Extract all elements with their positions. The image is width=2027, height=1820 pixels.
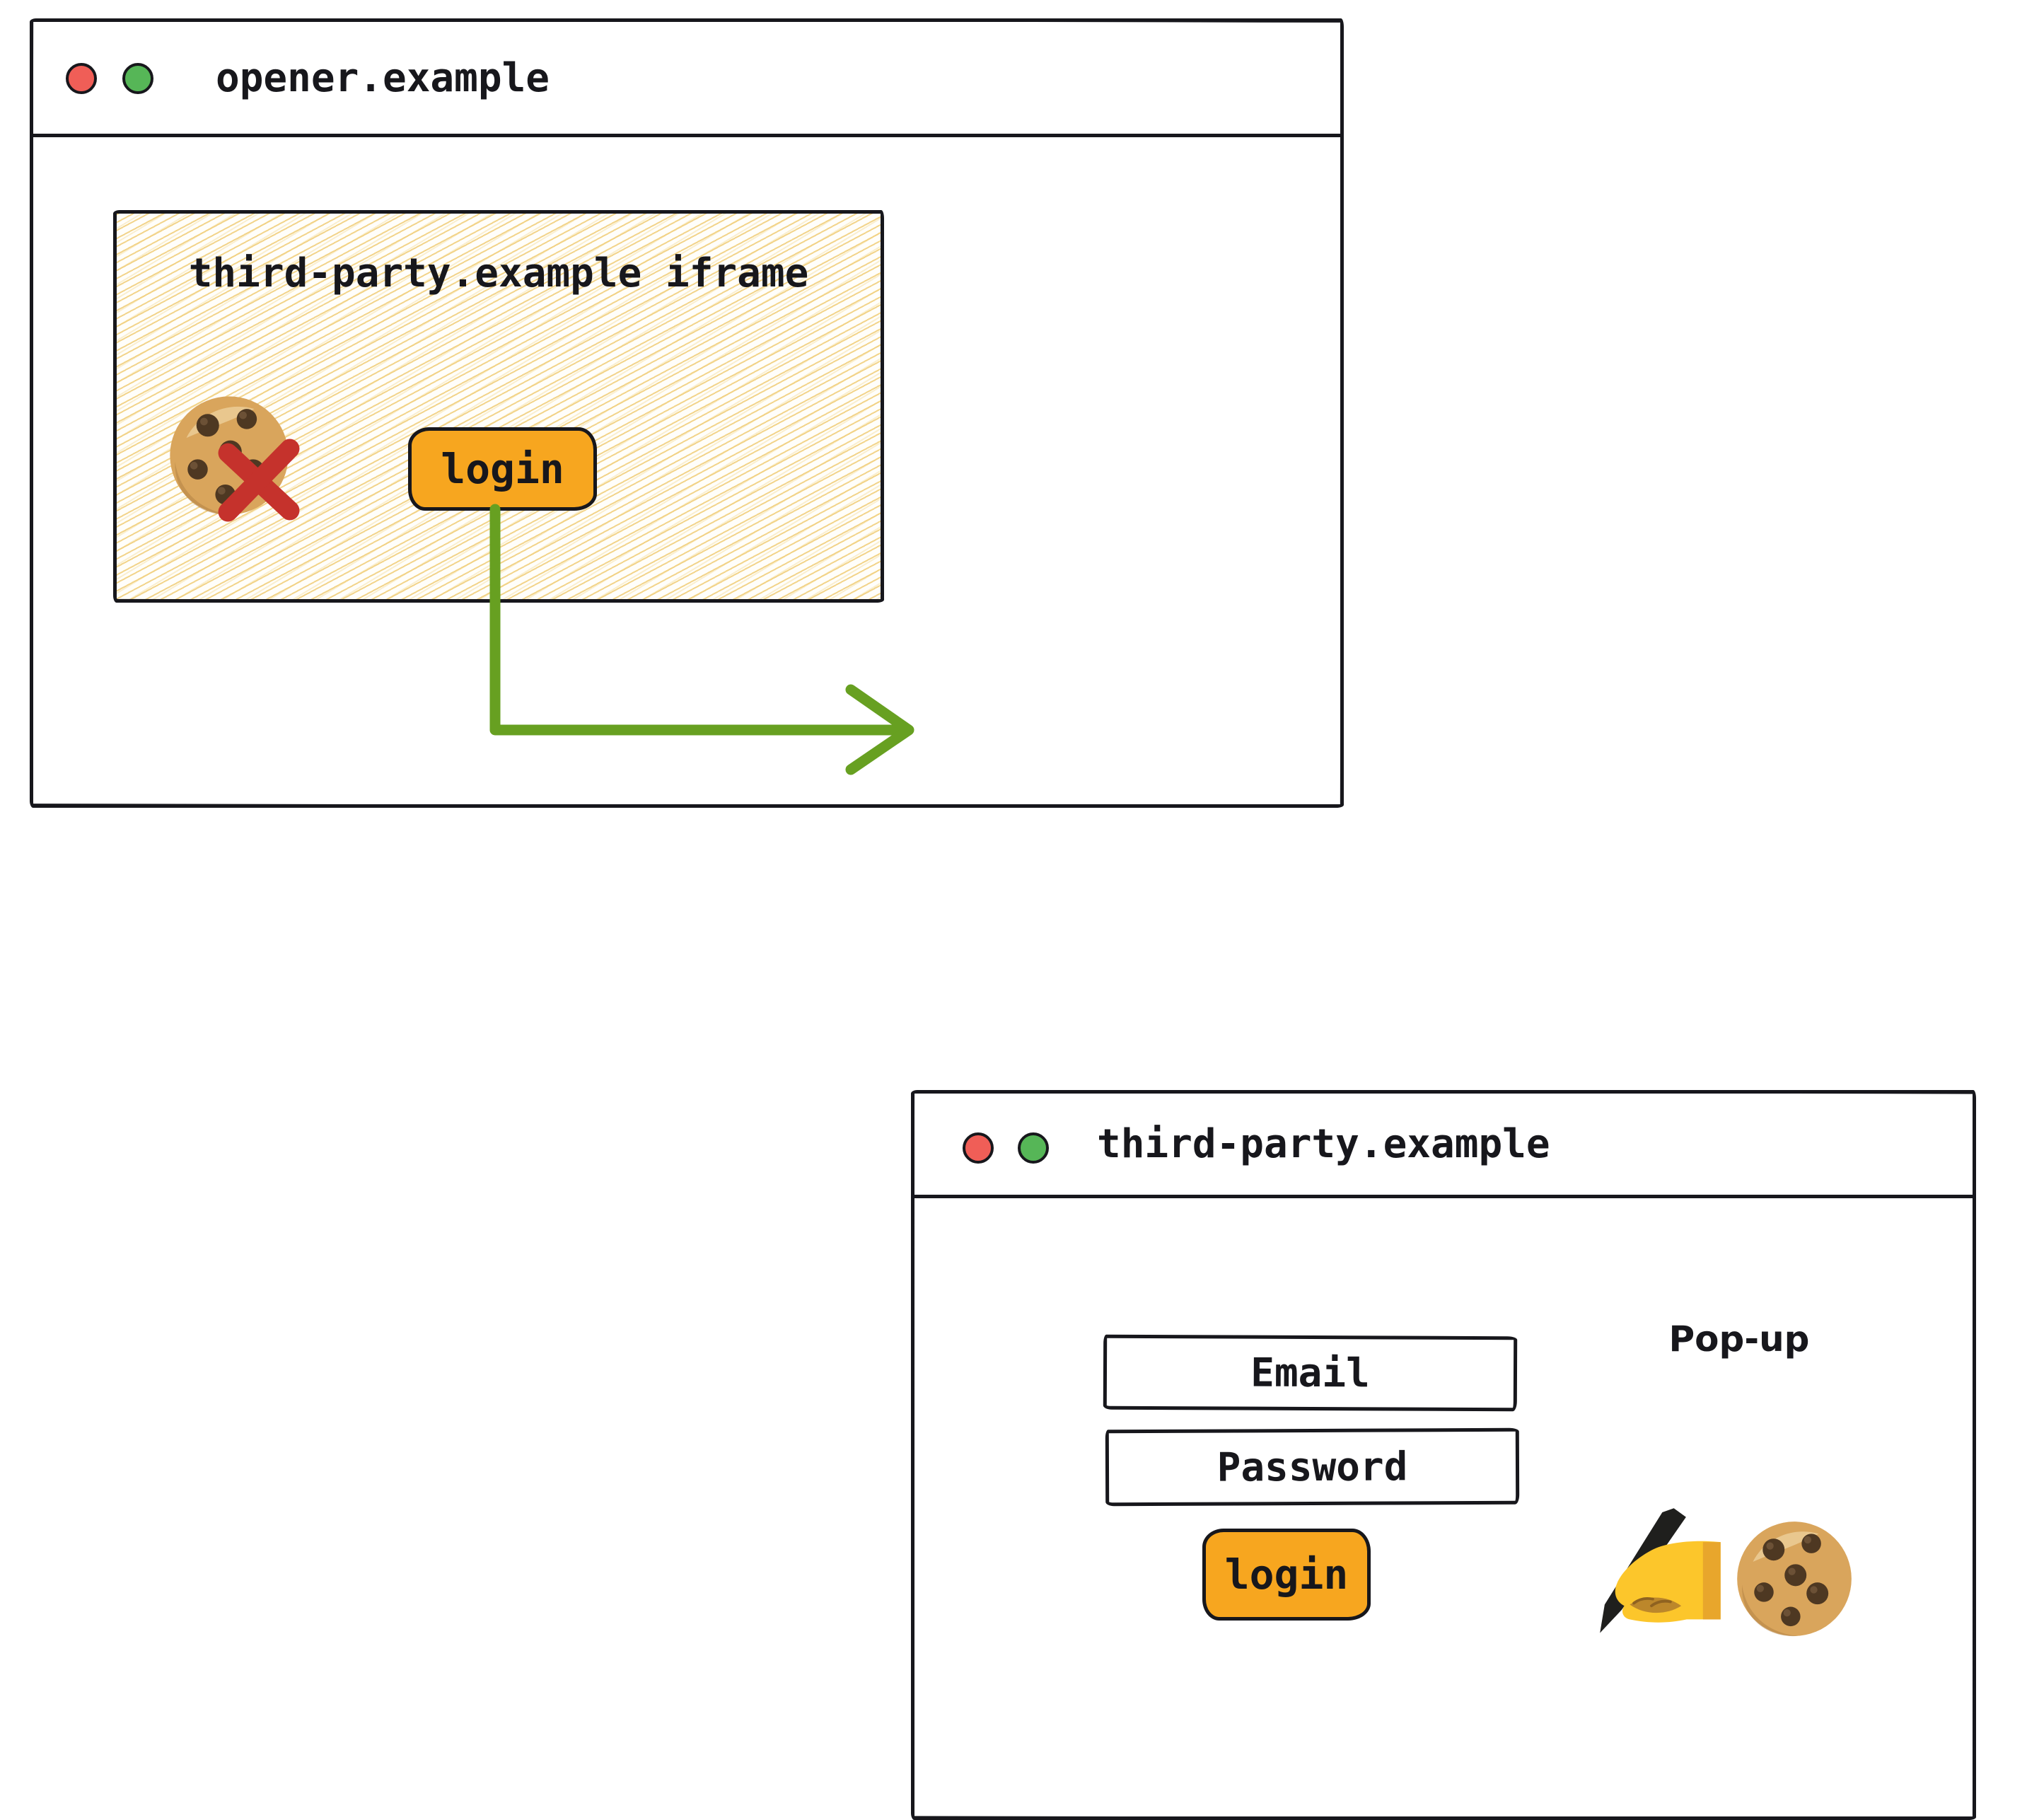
cookie-icon [1737,1522,1852,1637]
window-minimize-button[interactable] [1018,1132,1049,1164]
email-input[interactable]: Email [1103,1334,1518,1412]
window-close-button[interactable] [66,63,97,94]
window-close-button[interactable] [963,1132,994,1164]
popup-label: Pop-up [1668,1318,1810,1360]
password-input[interactable]: Password [1105,1427,1520,1507]
opener-window-title: opener.example [216,54,550,101]
writing-hand-icon [1600,1508,1721,1633]
popup-window-title: third-party.example [1097,1121,1550,1167]
popup-login-button[interactable]: login [1202,1529,1371,1621]
opener-titlebar: opener.example [33,22,1340,137]
iframe-title: third-party.example iframe [188,250,809,296]
popup-window: third-party.example Email Password login… [911,1090,1976,1820]
blocked-x-icon [218,439,300,522]
window-minimize-button[interactable] [122,63,153,94]
popup-flow-arrow [489,504,914,775]
iframe-login-button[interactable]: login [408,427,597,511]
popup-titlebar: third-party.example [914,1094,1973,1198]
